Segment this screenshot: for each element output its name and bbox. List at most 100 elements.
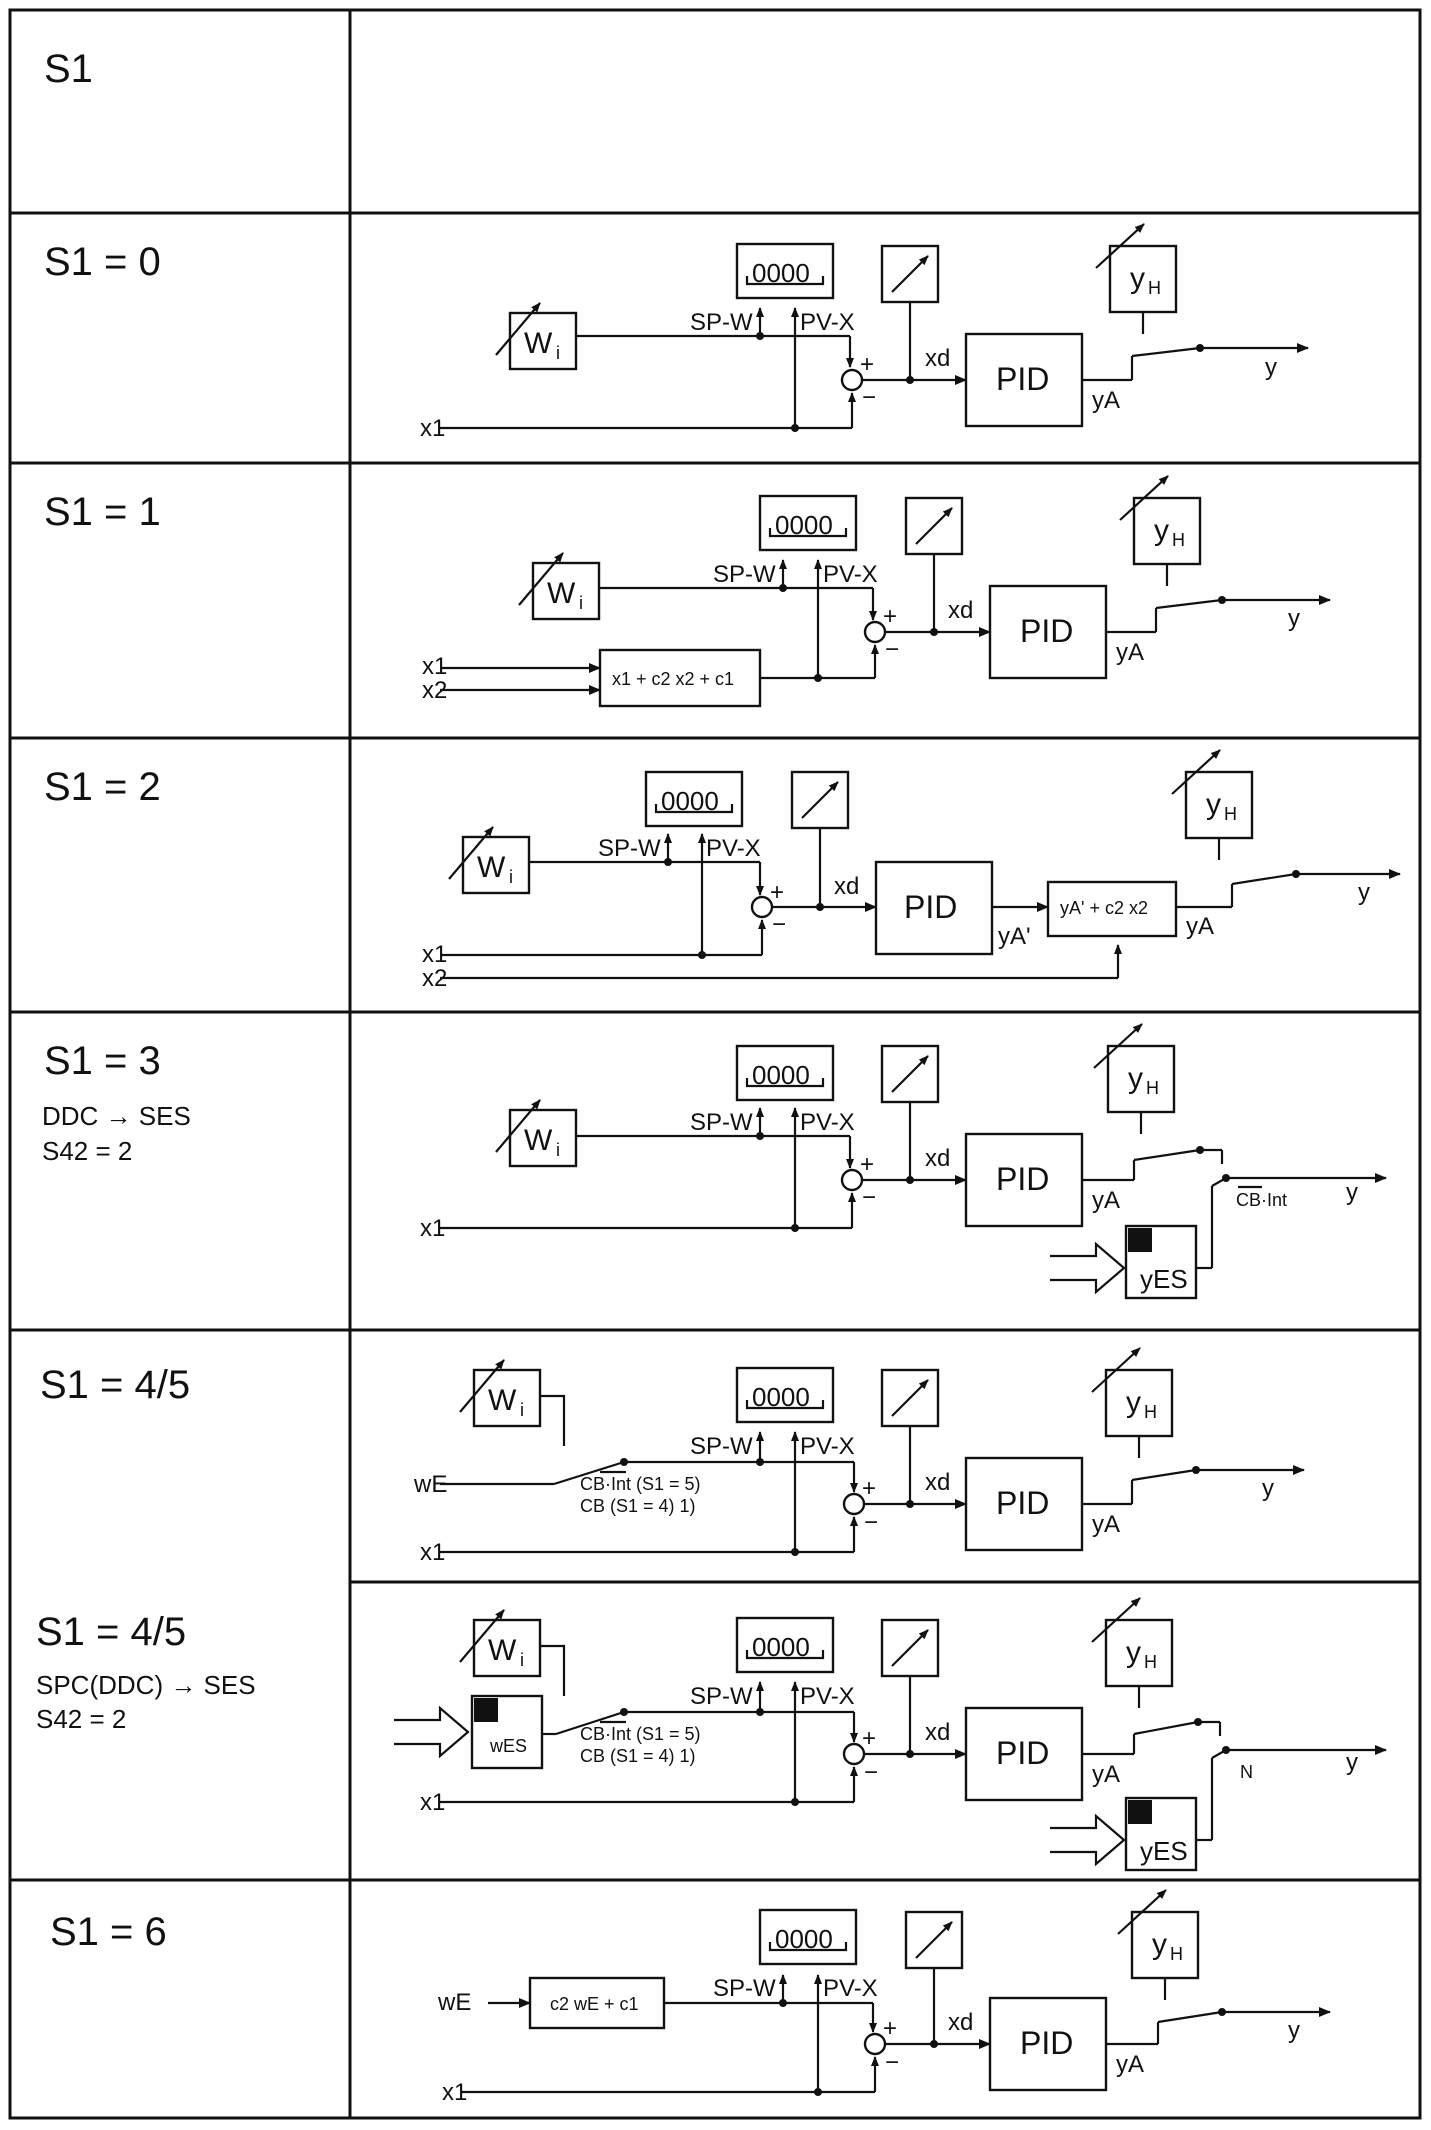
row-label-header: S1 <box>44 47 93 91</box>
function-box-s1-2: yA' + c2 x2 <box>1060 898 1148 918</box>
svg-text:−: − <box>772 911 786 938</box>
svg-text:−: − <box>862 1184 876 1211</box>
svg-text:−: − <box>864 1759 878 1786</box>
svg-text:yA': yA' <box>998 923 1031 950</box>
svg-text:xd: xd <box>925 1145 950 1172</box>
svg-text:y: y <box>1288 605 1300 632</box>
row-label-s1-0: S1 = 0 <box>44 240 161 284</box>
row-note-s1-45b-b: S42 = 2 <box>36 1704 126 1734</box>
svg-text:x1: x1 <box>420 1539 445 1566</box>
svg-text:PV-X: PV-X <box>823 561 878 588</box>
svg-text:xd: xd <box>925 1469 950 1496</box>
n-label: N <box>1240 1762 1253 1782</box>
svg-text:yA: yA <box>1092 1187 1120 1214</box>
svg-text:+: + <box>860 1151 874 1178</box>
svg-text:x2: x2 <box>422 677 447 704</box>
svg-text:yES: yES <box>1140 1836 1188 1866</box>
function-box-s1-6: c2 wE + c1 <box>550 1994 639 2014</box>
svg-text:PV-X: PV-X <box>800 1109 855 1136</box>
diagram-s1-45b: wES CB·Int (S1 = 5) CB (S1 = 4) 1) 0000 … <box>392 1598 1387 1872</box>
svg-text:PV-X: PV-X <box>800 1683 855 1710</box>
svg-text:y: y <box>1262 1475 1274 1502</box>
svg-text:xd: xd <box>834 873 859 900</box>
svg-text:yA: yA <box>1116 2051 1144 2078</box>
svg-text:wE: wE <box>437 1989 471 2016</box>
svg-text:yA: yA <box>1116 639 1144 666</box>
row-label-s1-2: S1 = 2 <box>44 765 161 809</box>
svg-text:0000: 0000 <box>752 1632 810 1662</box>
svg-text:PID: PID <box>1020 2025 1073 2061</box>
row-note-s1-45b-a: SPC(DDC) → SES <box>36 1670 256 1700</box>
svg-text:xd: xd <box>925 345 950 372</box>
row-note-s1-3-b: S42 = 2 <box>42 1136 132 1166</box>
svg-text:PID: PID <box>1020 613 1073 649</box>
svg-text:+: + <box>883 2015 897 2042</box>
svg-text:+: + <box>860 351 874 378</box>
svg-text:−: − <box>885 636 899 663</box>
svg-text:SP-W: SP-W <box>690 1433 753 1460</box>
diagram-s1-0: Wi 0000 SP-W PV-X + − x1 xd PID yA y <box>420 224 1309 442</box>
svg-text:x2: x2 <box>422 965 447 992</box>
svg-text:yA: yA <box>1092 1511 1120 1538</box>
svg-text:y: y <box>1265 354 1277 381</box>
svg-text:−: − <box>885 2049 899 2076</box>
table-grid <box>8 8 1422 2120</box>
svg-text:CB (S1 = 4) 1): CB (S1 = 4) 1) <box>580 1746 696 1766</box>
svg-text:0000: 0000 <box>775 1924 833 1954</box>
svg-text:PV-X: PV-X <box>800 309 855 336</box>
svg-text:yA: yA <box>1186 913 1214 940</box>
svg-text:0000: 0000 <box>775 510 833 540</box>
svg-text:yES: yES <box>1140 1264 1188 1294</box>
svg-text:+: + <box>862 1475 876 1502</box>
row-note-s1-3-a: DDC → SES <box>42 1101 191 1131</box>
cb-int-s5-label: CB·Int (S1 = 5) <box>580 1474 701 1494</box>
svg-text:PID: PID <box>904 889 957 925</box>
svg-text:SP-W: SP-W <box>598 835 661 862</box>
svg-text:yA: yA <box>1092 387 1120 414</box>
svg-text:PV-X: PV-X <box>823 1975 878 2002</box>
svg-text:xd: xd <box>948 597 973 624</box>
svg-text:0000: 0000 <box>661 786 719 816</box>
svg-text:SP-W: SP-W <box>690 1683 753 1710</box>
row-label-s1-45b: S1 = 4/5 <box>36 1610 186 1654</box>
row-labels: S1 S1 = 0 S1 = 1 S1 = 2 S1 = 3 DDC → SES… <box>36 47 256 1954</box>
svg-text:yA: yA <box>1092 1761 1120 1788</box>
row-label-s1-1: S1 = 1 <box>44 490 161 534</box>
svg-text:x1: x1 <box>420 1215 445 1242</box>
diagram-s1-45a: wE CB·Int (S1 = 5) CB (S1 = 4) 1) 0000 S… <box>413 1348 1305 1566</box>
svg-text:+: + <box>770 879 784 906</box>
display-value: 0000 <box>752 258 810 288</box>
svg-text:CB·Int (S1 = 5): CB·Int (S1 = 5) <box>580 1724 701 1744</box>
cb-int-label: CB·Int <box>1236 1190 1287 1210</box>
svg-text:−: − <box>864 1509 878 1536</box>
row-label-s1-3: S1 = 3 <box>44 1039 161 1083</box>
svg-text:x1: x1 <box>422 941 447 968</box>
svg-text:PID: PID <box>996 1485 1049 1521</box>
svg-text:−: − <box>862 384 876 411</box>
svg-text:0000: 0000 <box>752 1382 810 1412</box>
svg-text:xd: xd <box>925 1719 950 1746</box>
svg-text:xd: xd <box>948 2009 973 2036</box>
diagram-s1-2: 0000 SP-W PV-X + − x1 x2 xd PID yA' yA' … <box>422 750 1401 992</box>
svg-text:wE: wE <box>413 1471 447 1498</box>
row-label-s1-45a: S1 = 4/5 <box>40 1363 190 1407</box>
svg-text:PID: PID <box>996 1161 1049 1197</box>
diagram-s1-3: 0000 SP-W PV-X + − x1 xd PID yA CB·Int y <box>420 1024 1387 1300</box>
svg-text:PID: PID <box>996 1735 1049 1771</box>
row-label-s1-6: S1 = 6 <box>50 1910 167 1954</box>
cb-s4-label: CB (S1 = 4) 1) <box>580 1496 696 1516</box>
svg-text:+: + <box>862 1725 876 1752</box>
svg-text:y: y <box>1346 1179 1358 1206</box>
svg-text:0000: 0000 <box>752 1060 810 1090</box>
svg-text:wES: wES <box>489 1736 527 1756</box>
svg-text:x1: x1 <box>422 653 447 680</box>
function-box-s1-1: x1 + c2 x2 + c1 <box>612 669 734 689</box>
svg-text:x1: x1 <box>442 2079 467 2106</box>
svg-text:SP-W: SP-W <box>690 1109 753 1136</box>
svg-text:y: y <box>1358 879 1370 906</box>
svg-text:SP-W: SP-W <box>713 1975 776 2002</box>
svg-text:SP-W: SP-W <box>713 561 776 588</box>
svg-text:PID: PID <box>996 361 1049 397</box>
svg-text:PV-X: PV-X <box>800 1433 855 1460</box>
